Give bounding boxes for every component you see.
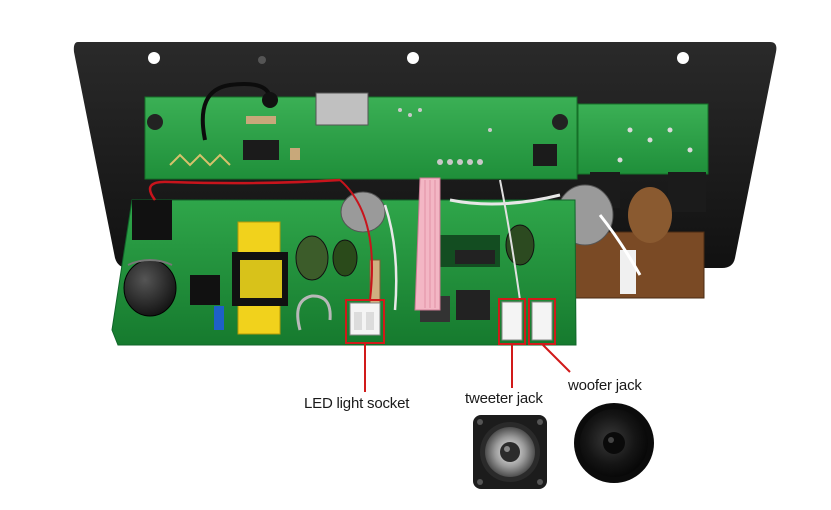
woofer-speaker-icon xyxy=(574,403,654,483)
led-light-socket-label: LED light socket xyxy=(304,395,410,412)
woofer-jack-connector xyxy=(531,301,553,341)
tweeter-jack-connector xyxy=(501,301,523,341)
callouts xyxy=(345,298,571,392)
ribbon-cable xyxy=(414,177,441,311)
control-pcb xyxy=(144,82,578,180)
aux-pcb xyxy=(577,103,709,212)
wires xyxy=(148,178,642,311)
potentiometer-board xyxy=(555,184,705,299)
tweeter-speaker-icon xyxy=(473,415,547,489)
woofer-jack-label: woofer jack xyxy=(568,377,642,394)
tweeter-jack-label: tweeter jack xyxy=(465,390,543,407)
led-socket-connector xyxy=(349,302,381,336)
